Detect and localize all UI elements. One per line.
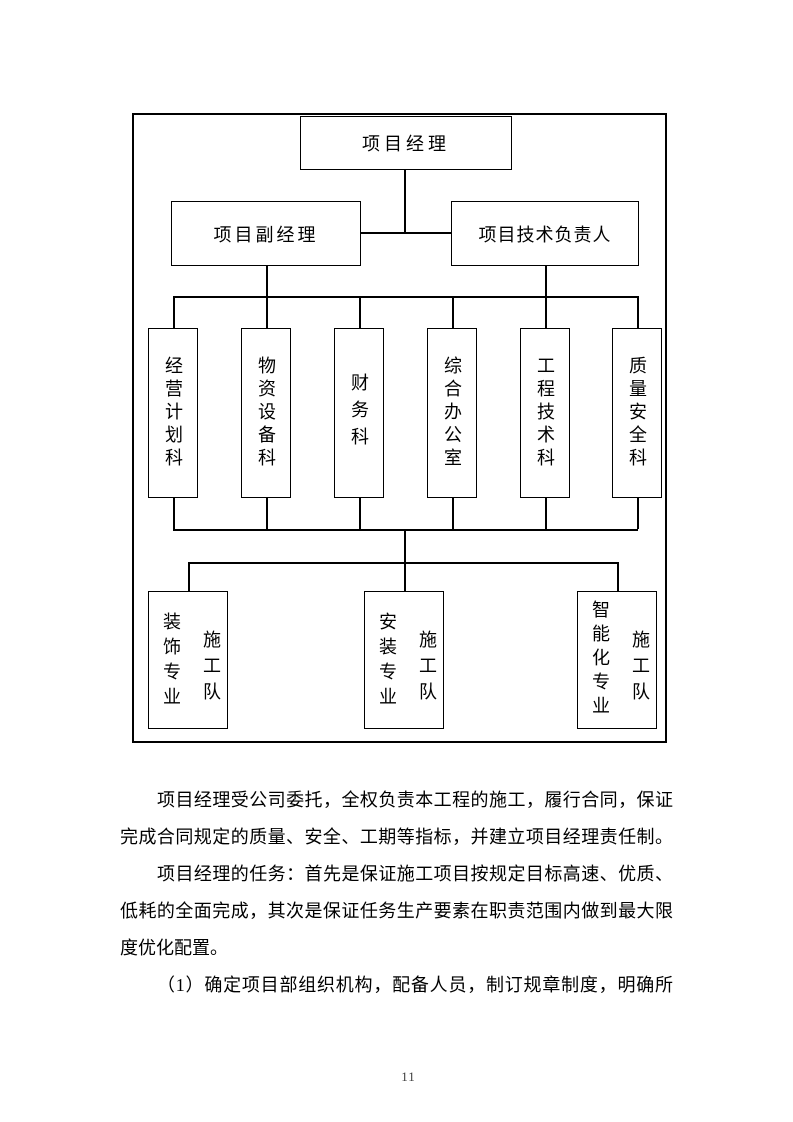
connector-line [173,296,175,328]
paragraph-line-6: （1）确定项目部组织机构，配备人员，制订规章制度，明确所 [157,975,673,995]
connector-line [545,296,547,328]
connector-line [545,498,547,529]
connector-line [266,296,268,328]
connector-line [545,266,547,296]
connector-line [617,562,619,591]
org-box-team-installation: 安装专业 施工队 [364,591,444,729]
connector-line [173,529,638,531]
paragraph-line-3: 项目经理的任务：首先是保证施工项目按规定目标高速、优质、 [157,864,673,884]
connector-line [266,266,268,296]
org-box-tech-lead: 项目技术负责人 [451,201,639,266]
connector-line [637,498,639,529]
org-box-team-intelligent-systems: 智能化专业 施工队 [577,591,657,729]
org-box-label: 财务科 [349,372,369,454]
org-box-label: 工程技术科 [535,355,555,471]
connector-line [359,296,361,328]
page-number: 11 [401,1069,416,1084]
connector-line [173,498,175,529]
org-box-dept-quality-safety: 质量安全科 [612,328,662,498]
org-box-label: 项目副经理 [213,224,319,245]
body-text: 项目经理受公司委托，全权负责本工程的施工，履行合同，保证 完成合同规定的质量、安… [120,782,673,1004]
connector-line [452,296,454,328]
org-box-label: 质量安全科 [627,355,647,471]
connector-line [637,296,639,328]
org-box-label: 项目技术负责人 [478,224,612,245]
org-box-dept-engineering-tech: 工程技术科 [520,328,570,498]
org-box-dept-finance: 财务科 [334,328,384,498]
org-box-label: 装饰专业 [161,612,181,712]
connector-line [361,232,451,234]
org-box-project-manager: 项目经理 [300,116,512,170]
org-box-label: 施工队 [417,630,437,708]
connector-line [188,562,190,591]
org-box-label: 施工队 [201,630,221,708]
connector-line [359,498,361,529]
org-box-dept-business-planning: 经营计划科 [148,328,198,498]
org-box-label: 施工队 [630,630,650,708]
paragraph-line-1: 项目经理受公司委托，全权负责本工程的施工，履行合同，保证 [157,790,673,810]
connector-line [188,562,618,564]
org-box-label: 物资设备科 [256,355,276,471]
paragraph-line-4: 低耗的全面完成，其次是保证任务生产要素在职责范围内做到最大限 [120,901,673,921]
org-box-label: 经营计划科 [163,355,183,471]
connector-line [404,170,406,232]
org-box-label: 项目经理 [362,134,450,154]
connector-line [404,529,406,562]
org-box-deputy-manager: 项目副经理 [171,201,361,266]
connector-line [266,498,268,529]
connector-line [452,498,454,529]
paragraph-line-2: 完成合同规定的质量、安全、工期等指标，并建立项目经理责任制。 [120,827,673,847]
org-box-team-decoration: 装饰专业 施工队 [148,591,228,729]
org-box-label: 综合办公室 [442,355,462,471]
org-box-label: 智能化专业 [590,600,610,720]
org-box-label: 安装专业 [377,612,397,712]
paragraph-line-5: 度优化配置。 [120,938,228,958]
org-box-dept-materials-equipment: 物资设备科 [241,328,291,498]
connector-line [173,296,638,298]
connector-line [404,562,406,591]
org-box-dept-general-office: 综合办公室 [427,328,477,498]
